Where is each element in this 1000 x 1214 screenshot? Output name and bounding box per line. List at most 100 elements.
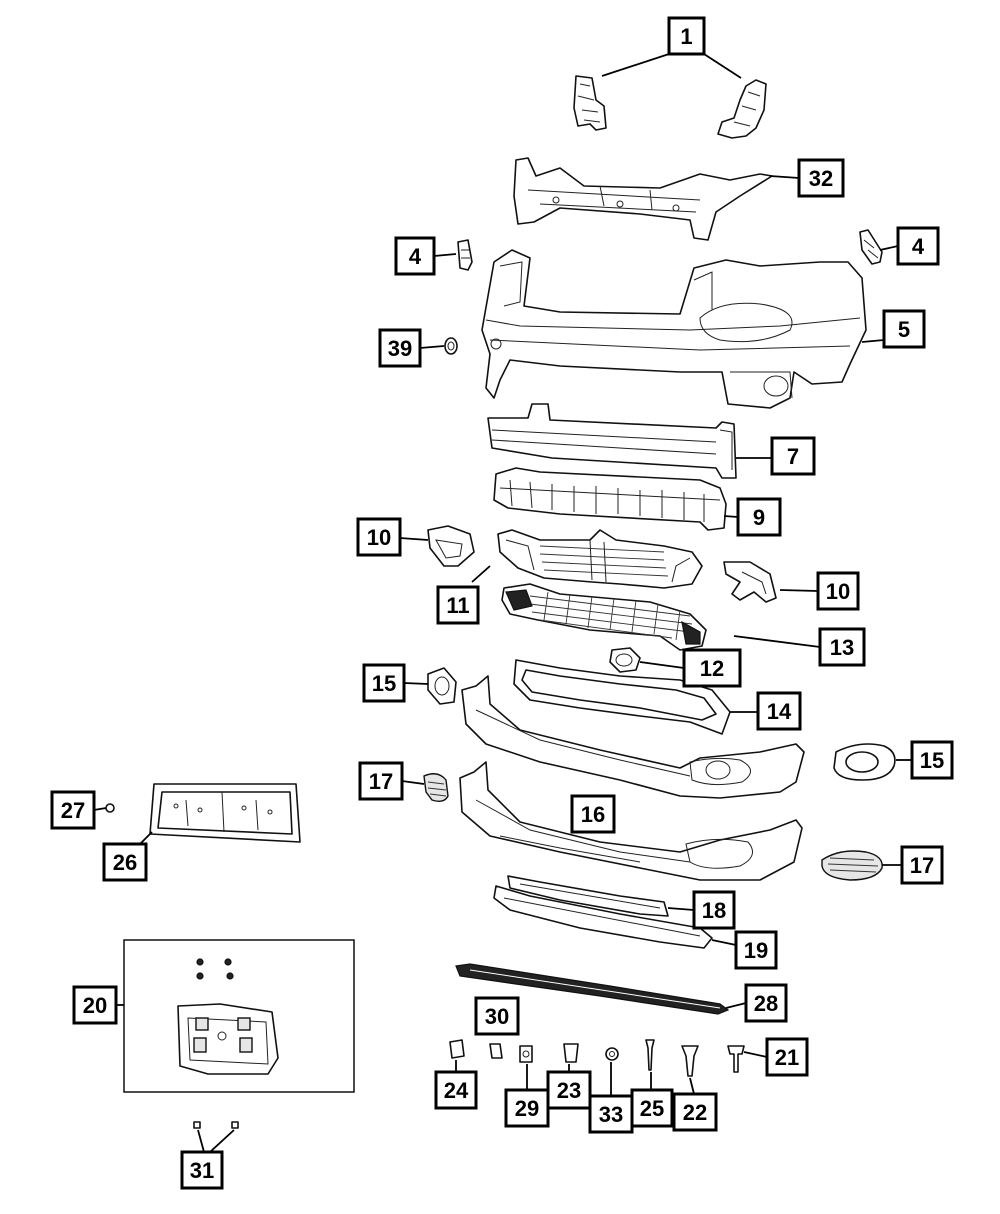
callout-22-label: 22 xyxy=(683,1100,707,1125)
bracket-right-part xyxy=(717,79,767,139)
callout-26: 26 xyxy=(102,842,148,882)
small-bracket-left-part xyxy=(457,239,473,271)
callout-7: 7 xyxy=(770,436,816,476)
energy-absorber-part xyxy=(493,467,727,531)
callout-1-label: 1 xyxy=(680,24,692,49)
callout-9-label: 9 xyxy=(753,505,765,530)
clips-part xyxy=(193,1121,239,1129)
license-plate-bracket-part xyxy=(149,783,301,843)
callout-25: 25 xyxy=(630,1088,674,1128)
callout-4-left-label: 4 xyxy=(409,244,422,269)
callout-16: 16 xyxy=(570,794,616,834)
callout-15-right: 15 xyxy=(910,740,954,780)
callout-17-right: 17 xyxy=(900,845,944,885)
callout-10-right-label: 10 xyxy=(826,579,850,604)
callout-39: 39 xyxy=(378,328,422,368)
callout-17-left-label: 17 xyxy=(369,769,393,794)
callout-27-label: 27 xyxy=(61,798,85,823)
lower-trim-part xyxy=(507,875,669,917)
fastener-29-part xyxy=(519,1045,533,1063)
callout-15-left-label: 15 xyxy=(372,671,396,696)
callout-14: 14 xyxy=(756,691,802,731)
callout-30: 30 xyxy=(474,996,520,1036)
callout-31: 31 xyxy=(180,1150,224,1190)
callout-12: 12 xyxy=(682,648,742,688)
grille-surround-part xyxy=(513,659,731,735)
fastener-23-part xyxy=(563,1043,579,1063)
fastener-21-part xyxy=(727,1045,745,1073)
callout-5: 5 xyxy=(882,309,926,349)
callout-21: 21 xyxy=(765,1037,809,1077)
callout-29-label: 29 xyxy=(515,1096,539,1121)
callout-31-label: 31 xyxy=(190,1158,214,1183)
callout-12-label: 12 xyxy=(700,656,724,681)
callout-28-label: 28 xyxy=(754,991,778,1016)
lower-fascia-part xyxy=(461,675,805,799)
callout-21-label: 21 xyxy=(775,1045,799,1070)
callout-39-label: 39 xyxy=(388,336,412,361)
fog-lamp-trim-right-part xyxy=(833,743,896,781)
callout-5-label: 5 xyxy=(898,317,910,342)
callout-20-label: 20 xyxy=(83,993,107,1018)
callout-4-right-label: 4 xyxy=(912,234,925,259)
active-grille-shutter-part xyxy=(497,529,703,589)
callout-11-label: 11 xyxy=(446,593,469,618)
nut-part xyxy=(105,803,115,813)
fog-lamp-bezel-part xyxy=(609,647,641,673)
side-bracket-left-part xyxy=(427,525,475,567)
callout-17-left: 17 xyxy=(358,761,404,801)
upper-support-part xyxy=(513,157,773,241)
callout-22: 22 xyxy=(672,1092,718,1132)
callout-28: 28 xyxy=(744,983,788,1023)
vent-cover-right-part xyxy=(821,850,883,881)
small-bracket-right-part xyxy=(859,229,883,265)
callout-24: 24 xyxy=(434,1070,478,1110)
fastener-30-part xyxy=(489,1043,503,1059)
skid-plate-part xyxy=(493,885,713,949)
callout-11: 11 xyxy=(436,585,480,625)
fastener-24-part xyxy=(449,1039,465,1059)
callout-9: 9 xyxy=(736,497,782,537)
license-plate-kit-box xyxy=(123,939,355,1093)
callout-4-right: 4 xyxy=(896,226,940,266)
callout-4-left: 4 xyxy=(394,236,436,276)
callout-19: 19 xyxy=(734,930,778,970)
lower-strip-part xyxy=(455,963,730,1015)
lower-grille-part xyxy=(501,583,707,651)
callout-15-left: 15 xyxy=(362,663,406,703)
reinforcement-beam-part xyxy=(487,403,737,479)
callout-10-left: 10 xyxy=(356,517,402,557)
callout-32-label: 32 xyxy=(809,166,833,191)
leader-lines xyxy=(93,53,912,1153)
fog-lamp-trim-left-part xyxy=(427,667,457,705)
fastener-22-part xyxy=(681,1045,699,1077)
callout-14-label: 14 xyxy=(767,699,792,724)
side-bracket-right-part xyxy=(723,561,777,603)
callout-25-label: 25 xyxy=(640,1096,664,1121)
fastener-25-part xyxy=(645,1039,655,1071)
callout-13-label: 13 xyxy=(830,635,854,660)
fastener-33-part xyxy=(605,1047,619,1061)
upper-fascia-part xyxy=(481,249,867,409)
callout-26-label: 26 xyxy=(113,850,137,875)
callout-33: 33 xyxy=(588,1094,634,1134)
callout-30-label: 30 xyxy=(485,1004,509,1029)
callout-16-label: 16 xyxy=(581,802,605,827)
callout-15-right-label: 15 xyxy=(920,748,944,773)
callout-33-label: 33 xyxy=(599,1102,623,1127)
callout-7-label: 7 xyxy=(787,444,799,469)
callout-18: 18 xyxy=(692,890,736,930)
callout-10-left-label: 10 xyxy=(367,525,391,550)
callout-1: 1 xyxy=(667,16,706,56)
callout-27: 27 xyxy=(50,790,96,830)
callout-32: 32 xyxy=(797,158,845,198)
vent-cover-left-part xyxy=(423,773,449,803)
callout-19-label: 19 xyxy=(744,938,768,963)
callout-29: 29 xyxy=(504,1088,550,1128)
lower-bumper-cover-part xyxy=(459,761,803,881)
bracket-left-part xyxy=(573,75,607,131)
callout-24-label: 24 xyxy=(444,1078,469,1103)
callout-23: 23 xyxy=(546,1070,592,1110)
callout-10-right: 10 xyxy=(816,571,860,611)
